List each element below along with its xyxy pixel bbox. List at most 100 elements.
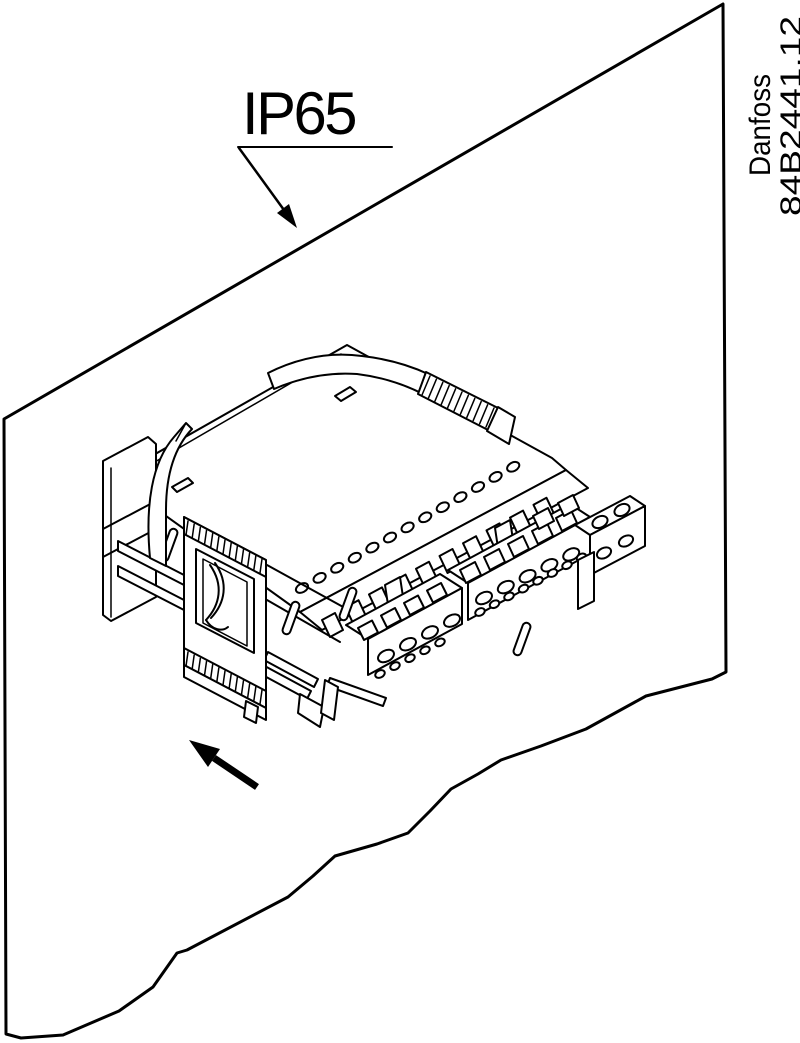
bottom-foot <box>320 679 339 721</box>
bezel-foot <box>243 700 259 724</box>
hole <box>562 547 581 562</box>
hatch-line <box>253 686 257 702</box>
front-bezel <box>183 516 267 724</box>
hole <box>389 661 401 671</box>
hole <box>532 575 544 586</box>
hatch-line <box>446 388 457 409</box>
hatch-line <box>453 391 463 412</box>
hole <box>506 460 521 473</box>
bezel-wire-2 <box>210 562 225 619</box>
bottom-leg <box>297 693 325 728</box>
strip-b-wire-windows <box>459 509 578 584</box>
hatch-line <box>191 654 195 670</box>
window <box>507 535 530 558</box>
terminal-window-band <box>299 469 589 631</box>
hole <box>419 645 431 656</box>
vent-hole-row <box>294 460 521 594</box>
hatch-line <box>234 676 239 693</box>
window <box>426 582 448 604</box>
strip-a-lower-holes <box>374 637 446 679</box>
hole <box>421 625 439 640</box>
hole <box>470 481 486 493</box>
window <box>459 561 482 584</box>
hatch-line <box>216 667 220 683</box>
hole <box>518 568 537 584</box>
hole <box>404 653 416 664</box>
hatch-line <box>222 670 226 686</box>
hatch-line <box>253 555 257 571</box>
mounting-strap <box>147 353 516 567</box>
controller-unit <box>102 344 646 728</box>
hatch-line <box>222 539 226 555</box>
body-edge-lower <box>266 599 341 643</box>
block-c-wire-windows <box>532 494 580 530</box>
hatch-line <box>228 673 232 689</box>
hatch-line <box>459 394 470 415</box>
bezel-bottom-grip-hatching <box>185 651 263 705</box>
bracket-body <box>102 436 157 622</box>
window <box>532 507 555 530</box>
device-top-slot <box>334 386 357 402</box>
hole <box>488 599 501 610</box>
hole <box>591 514 609 530</box>
device-left-slot <box>171 477 194 493</box>
hatch-line <box>234 545 239 562</box>
block-c-support <box>577 551 595 610</box>
hole <box>330 561 345 574</box>
block-c-screw-holes <box>591 502 635 560</box>
hole <box>517 583 530 594</box>
hole <box>382 531 398 544</box>
hole <box>613 502 631 518</box>
ip65-label: IP65 <box>242 80 355 147</box>
mount-arrow-shaft <box>212 755 259 790</box>
hatch-line <box>240 679 245 696</box>
hole <box>434 637 446 648</box>
window <box>403 594 425 616</box>
hatch-line <box>421 375 431 396</box>
bracket-notch-2 <box>102 528 157 558</box>
hole <box>561 560 573 571</box>
hatch-line <box>427 378 438 399</box>
hole <box>475 590 493 606</box>
hatch-line <box>240 548 245 565</box>
bezel-wire-3 <box>205 619 229 631</box>
hatch-line <box>216 536 220 552</box>
hatch-line <box>246 682 251 699</box>
hole <box>488 471 503 483</box>
brand-name-text: Danfoss <box>744 74 777 176</box>
bezel-wire-1 <box>205 564 220 621</box>
strip-a-wire-windows <box>357 582 448 641</box>
hatch-line <box>228 542 232 558</box>
hatch-line <box>485 407 495 428</box>
hole <box>365 541 380 554</box>
hatch-line <box>185 651 189 667</box>
ip65-leader-line <box>237 146 286 212</box>
hatch-line <box>259 558 263 574</box>
strap-end-block <box>486 406 516 445</box>
hole <box>418 511 433 524</box>
body-edge-upper <box>266 564 346 609</box>
hole <box>595 546 613 560</box>
terminal-block-c <box>532 494 646 610</box>
hole <box>374 669 386 679</box>
mounting-direction-arrow-icon <box>189 740 259 790</box>
strip-a-screw-holes <box>377 613 461 664</box>
hole <box>474 607 486 617</box>
mounting-bracket <box>102 436 185 622</box>
hole <box>312 572 327 584</box>
brand-block: Danfoss 84B2441.12 <box>744 16 800 216</box>
hatch-line <box>440 384 450 406</box>
strip-b-screw-holes <box>475 547 581 606</box>
strap-left-hook <box>175 422 187 442</box>
hatch-line <box>209 663 214 680</box>
hatch-line <box>191 523 195 539</box>
hatch-line <box>246 551 251 568</box>
bezel-top-grip <box>183 516 267 578</box>
hole <box>546 568 559 578</box>
hatch-line <box>197 657 202 674</box>
hole <box>435 501 450 514</box>
hole <box>503 591 515 602</box>
window <box>380 607 402 629</box>
